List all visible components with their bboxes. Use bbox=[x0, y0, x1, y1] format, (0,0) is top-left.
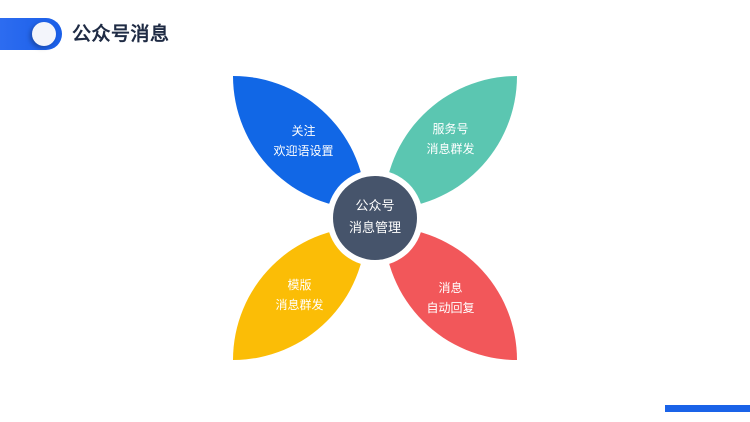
petal-label-line1: 关注 bbox=[291, 124, 316, 138]
page-title: 公众号消息 bbox=[72, 23, 170, 45]
center-label-line2: 消息管理 bbox=[348, 221, 401, 236]
header-badge-dot bbox=[32, 22, 56, 46]
petal-label-line1: 模版 bbox=[287, 278, 312, 292]
petal-label-line2: 消息群发 bbox=[426, 142, 475, 156]
petal-label-line1: 服务号 bbox=[432, 122, 469, 136]
center-node: 公众号 消息管理 bbox=[333, 176, 417, 260]
petal-label: 消息 自动回复 bbox=[384, 278, 517, 318]
bottom-accent-bar bbox=[665, 405, 750, 412]
petal-label: 模版 消息群发 bbox=[233, 275, 370, 315]
petal-label-line2: 自动回复 bbox=[426, 301, 475, 315]
petal-label: 服务号 消息群发 bbox=[384, 119, 517, 159]
petal-label: 关注 欢迎语设置 bbox=[233, 121, 370, 161]
center-label: 公众号 消息管理 bbox=[333, 196, 417, 240]
petal-label-line2: 欢迎语设置 bbox=[273, 144, 334, 158]
petal-label-line1: 消息 bbox=[438, 281, 463, 295]
petal-label-line2: 消息群发 bbox=[275, 298, 324, 312]
center-label-line1: 公众号 bbox=[355, 199, 395, 214]
center-node-ring: 公众号 消息管理 bbox=[327, 170, 423, 266]
header-badge bbox=[0, 18, 62, 50]
